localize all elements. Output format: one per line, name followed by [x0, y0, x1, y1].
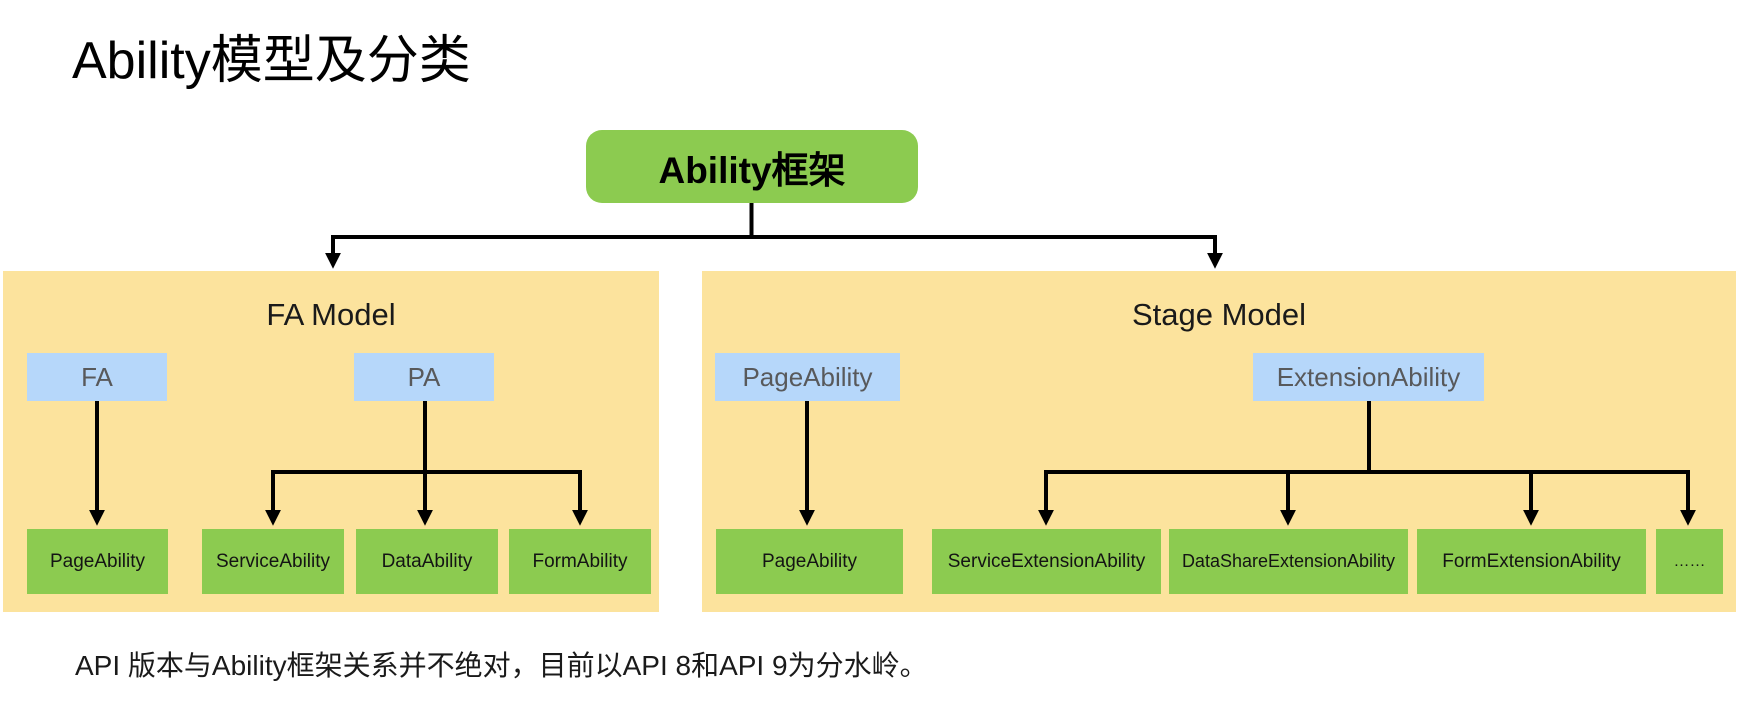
footnote-api-version: API 版本与Ability框架关系并不绝对，目前以API 8和API 9为分水…	[75, 650, 928, 681]
root-node-ability-framework: Ability框架	[586, 130, 918, 203]
panel-stage-model: Stage Model PageAbility ExtensionAbility…	[702, 271, 1736, 612]
node-fa: FA	[27, 353, 167, 401]
node-pageability-fa: PageAbility	[27, 529, 168, 594]
node-pageability-stage: PageAbility	[716, 529, 903, 594]
node-pageability-stage-parent: PageAbility	[715, 353, 900, 401]
node-formextensionability: FormExtensionAbility	[1417, 529, 1646, 594]
node-serviceability: ServiceAbility	[202, 529, 344, 594]
node-extensionability: ExtensionAbility	[1253, 353, 1484, 401]
panel-fa-model: FA Model FA PA PageAbility ServiceAbilit…	[3, 271, 659, 612]
node-datashareextensionability: DataShareExtensionAbility	[1169, 529, 1408, 594]
page-title: Ability模型及分类	[72, 32, 471, 90]
node-dataability: DataAbility	[356, 529, 498, 594]
node-ellipsis: ……	[1656, 529, 1723, 594]
node-pa: PA	[354, 353, 494, 401]
node-formability: FormAbility	[509, 529, 651, 594]
node-serviceextensionability: ServiceExtensionAbility	[932, 529, 1161, 594]
panel-stage-model-title: Stage Model	[1131, 297, 1307, 332]
panel-fa-model-title: FA Model	[266, 297, 396, 332]
